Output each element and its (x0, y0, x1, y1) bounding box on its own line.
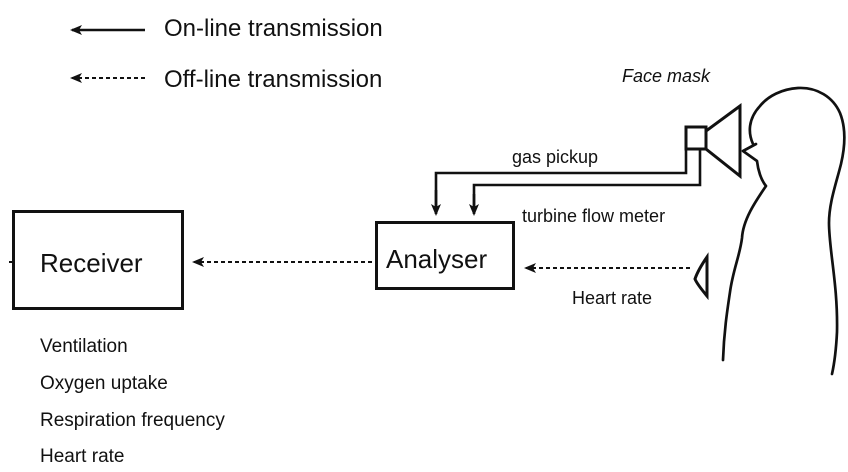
legend-offline-label: Off-line transmission (164, 66, 383, 93)
turbine-flow-meter-label: turbine flow meter (522, 206, 666, 226)
gas-pickup-line (431, 150, 688, 216)
person-silhouette-icon (721, 86, 846, 376)
gas-pickup-label: gas pickup (512, 147, 599, 167)
output-heart-rate: Heart rate (40, 446, 125, 467)
legend-online-label: On-line transmission (164, 15, 383, 42)
face-mask-icon (684, 103, 742, 180)
turbine-flow-meter-line (469, 150, 702, 216)
output-respiration-frequency: Respiration frequency (40, 410, 225, 431)
output-oxygen-uptake: Oxygen uptake (40, 373, 168, 394)
face-mask-label: Face mask (622, 66, 711, 86)
analyser-box (375, 221, 515, 290)
receiver-box (12, 210, 184, 310)
output-ventilation: Ventilation (40, 336, 128, 357)
heart-rate-sensor-icon (693, 252, 709, 301)
analyser-label: Analyser (386, 244, 488, 274)
heart-rate-sensor-label: Heart rate (572, 288, 653, 308)
receiver-label: Receiver (40, 248, 143, 278)
